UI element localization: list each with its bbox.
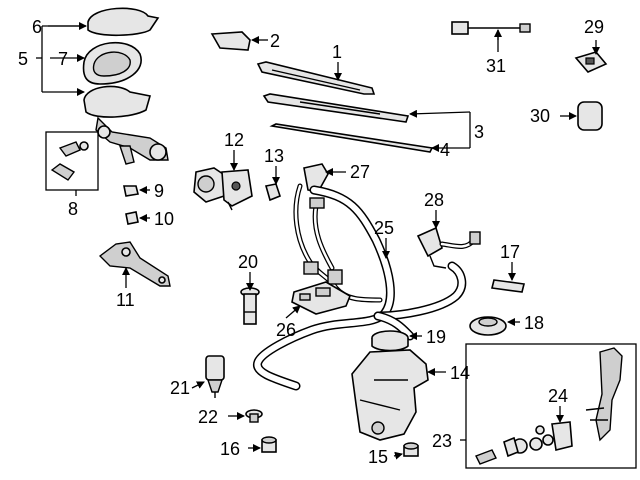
callout-26: 26 xyxy=(276,320,296,340)
grommet-part xyxy=(123,185,139,197)
callout-12: 12 xyxy=(224,130,244,150)
reservoir-cap-part xyxy=(371,330,409,352)
repair-kit-box xyxy=(465,343,637,469)
washer-reservoir-part xyxy=(351,349,429,441)
callout-11: 11 xyxy=(116,290,135,310)
callout-9: 9 xyxy=(154,181,164,201)
callout-30: 30 xyxy=(530,106,550,126)
cover-seal-part xyxy=(82,41,142,85)
callout-18: 18 xyxy=(524,313,544,333)
callout-27: 27 xyxy=(350,162,370,182)
wiper-linkage-assembly-part xyxy=(83,85,169,165)
callout-labels: 6 5 7 2 1 3 4 31 29 30 8 9 10 11 12 13 2… xyxy=(18,17,604,467)
callout-25: 25 xyxy=(374,218,394,238)
callout-19: 19 xyxy=(426,327,446,347)
leader-lines xyxy=(36,22,600,460)
callout-8: 8 xyxy=(68,199,78,219)
callout-21: 21 xyxy=(170,378,190,398)
callout-22: 22 xyxy=(198,407,218,427)
callout-17: 17 xyxy=(500,242,520,262)
bracket-part xyxy=(98,241,171,287)
callout-24: 24 xyxy=(548,386,568,406)
callout-4: 4 xyxy=(440,140,450,160)
hardware-kit-box xyxy=(45,131,99,191)
level-sensor-part xyxy=(240,287,260,325)
callout-10: 10 xyxy=(154,209,174,229)
callout-16: 16 xyxy=(220,439,240,459)
callout-1: 1 xyxy=(332,42,342,62)
arm-cap-part xyxy=(210,31,251,51)
blade-refill-part xyxy=(269,123,434,153)
nut-part xyxy=(125,211,139,225)
cable-part xyxy=(451,21,531,35)
callout-14: 14 xyxy=(450,363,470,383)
filler-grommet-part xyxy=(469,316,507,336)
callout-2: 2 xyxy=(270,31,280,51)
callout-13: 13 xyxy=(264,146,284,166)
callout-29: 29 xyxy=(584,17,604,37)
knob-part xyxy=(577,101,603,131)
callout-3: 3 xyxy=(474,122,484,142)
washer-motor-part xyxy=(205,355,225,398)
wiring-harness-part xyxy=(293,183,383,303)
callout-5: 5 xyxy=(18,49,28,69)
wiper-arm-part xyxy=(256,61,376,95)
callout-6: 6 xyxy=(32,17,42,37)
filter-part xyxy=(403,442,419,457)
switch-part xyxy=(574,51,608,73)
wiper-blade-part xyxy=(262,93,410,123)
washer-nozzle-part xyxy=(303,163,329,193)
screw-part xyxy=(245,409,263,423)
washer-hose-part xyxy=(253,185,467,391)
plug-part xyxy=(261,436,277,453)
callout-28: 28 xyxy=(424,190,444,210)
callout-15: 15 xyxy=(368,447,388,467)
callout-23: 23 xyxy=(432,431,452,451)
callout-7: 7 xyxy=(58,49,68,69)
control-unit-part xyxy=(291,281,351,315)
washer-pump-part xyxy=(416,226,481,269)
callout-20: 20 xyxy=(238,252,258,272)
wiper-motor-part xyxy=(193,167,253,211)
label-strip-part xyxy=(491,279,525,293)
callout-31: 31 xyxy=(486,56,506,76)
relay-part xyxy=(264,183,281,202)
cover-cap-part xyxy=(87,7,160,37)
